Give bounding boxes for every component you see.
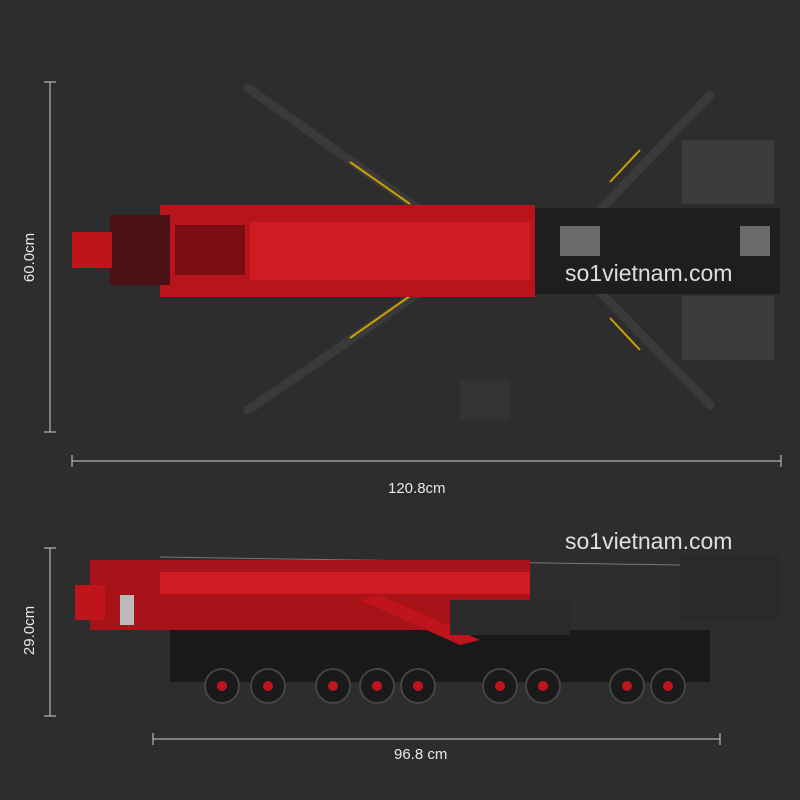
watermark-top: so1vietnam.com bbox=[565, 260, 733, 286]
crane-top-view bbox=[72, 83, 780, 420]
side-height-label: 29.0cm bbox=[21, 605, 39, 656]
top-length-label: 120.8cm bbox=[388, 480, 446, 497]
side-length-label: 96.8 cm bbox=[394, 746, 448, 763]
top-height-label: 60.0cm bbox=[21, 232, 39, 283]
dimension-lines bbox=[44, 81, 782, 745]
crane-side-view bbox=[75, 555, 780, 704]
watermark-side: so1vietnam.com bbox=[565, 528, 733, 554]
